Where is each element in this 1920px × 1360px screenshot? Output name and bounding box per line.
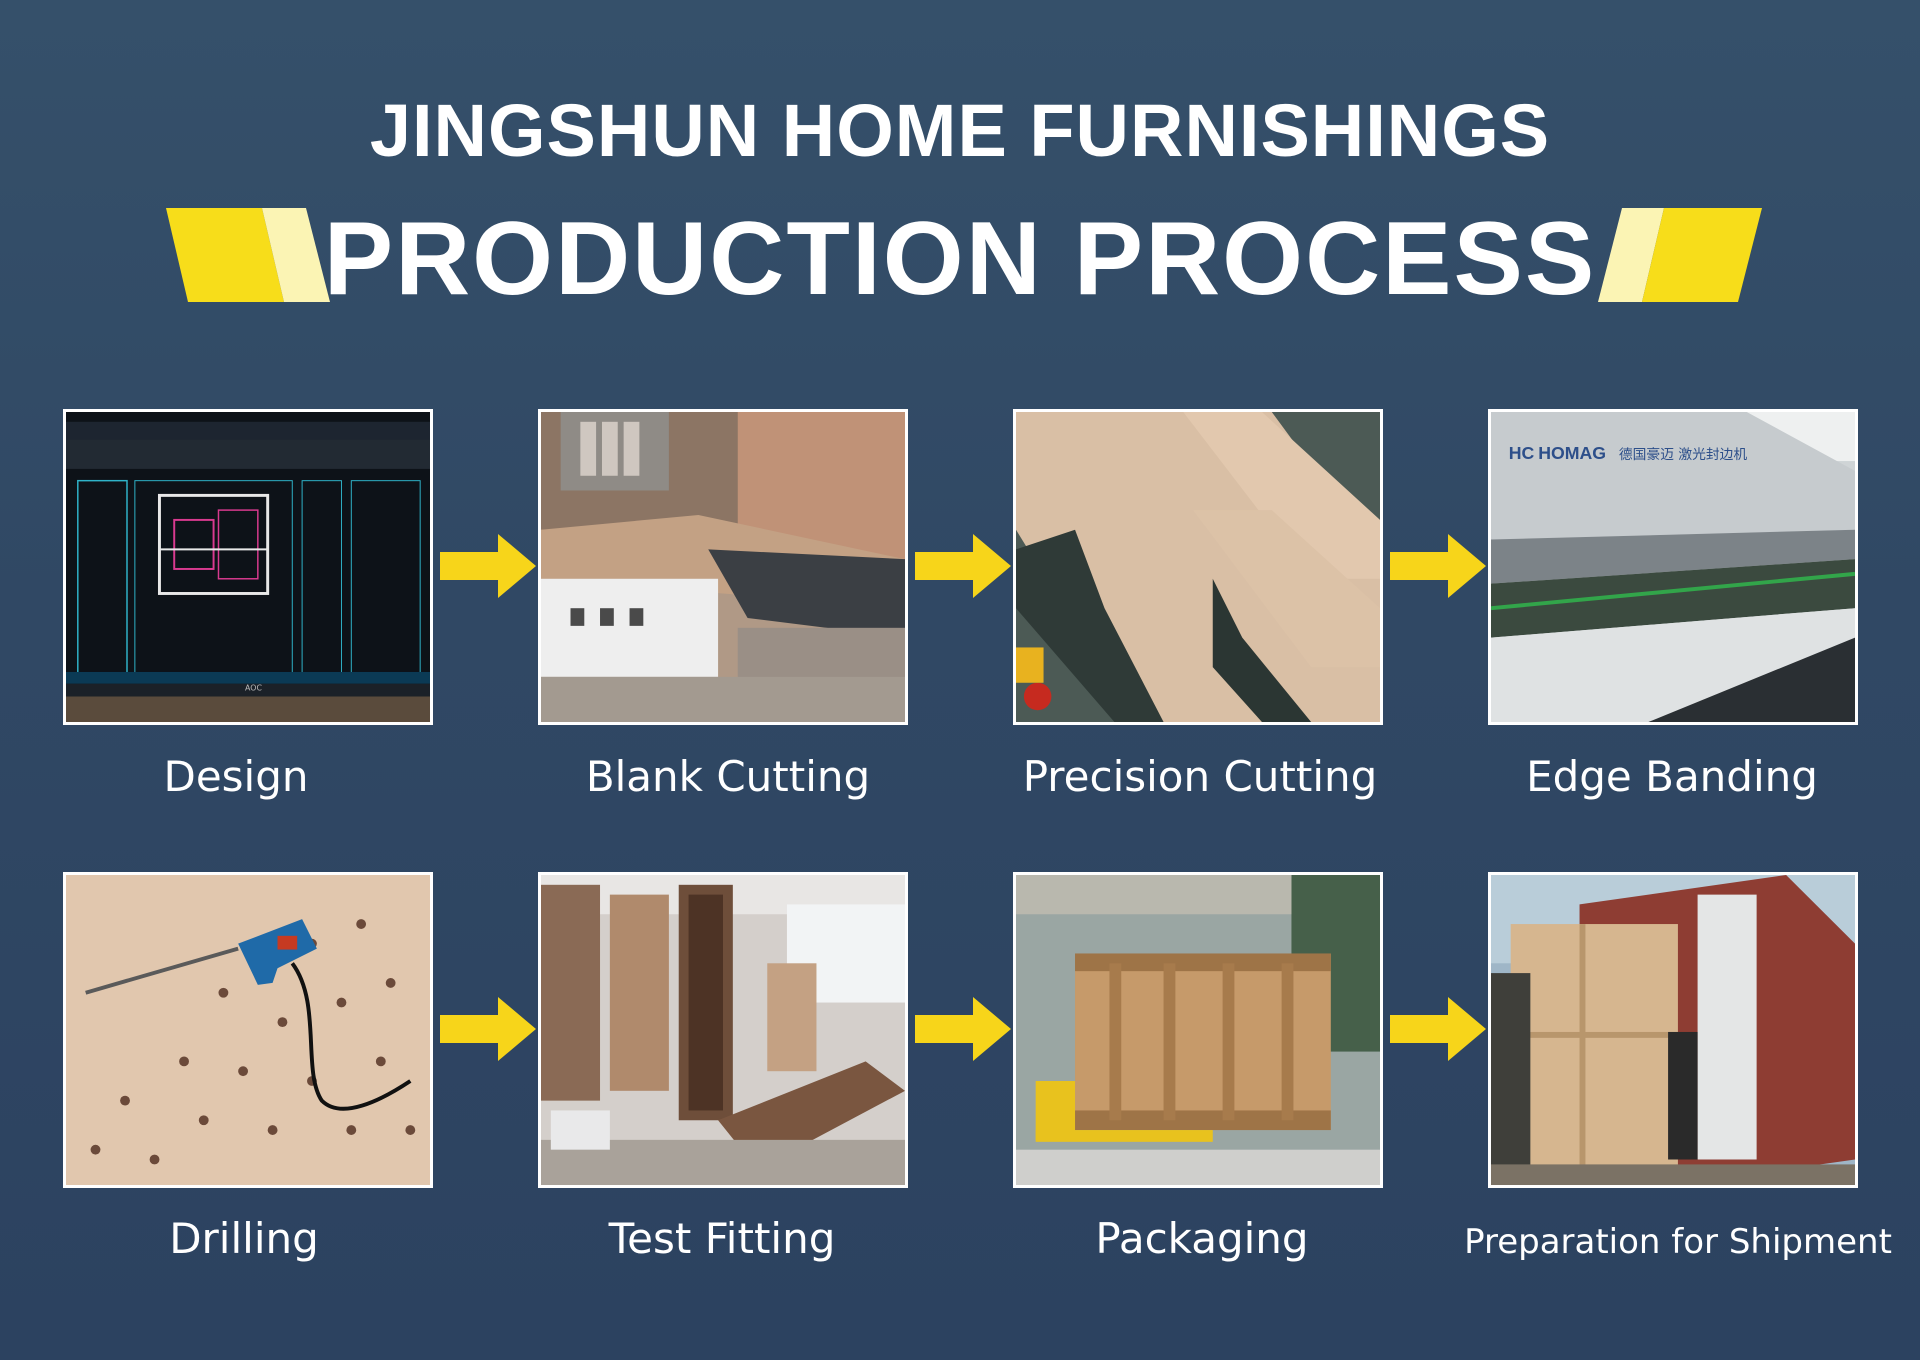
machine-brand-text: HOMAG xyxy=(1538,443,1606,463)
step-label-precision-cutting: Precision Cutting xyxy=(1022,752,1378,801)
machine-mark-text: HC xyxy=(1509,443,1535,463)
design-photo: AOC xyxy=(63,409,433,725)
arrow-icon xyxy=(915,534,1011,598)
blank-cutting-photo xyxy=(538,409,908,725)
step-label-blank-cutting: Blank Cutting xyxy=(585,752,871,801)
step-label-packaging: Packaging xyxy=(1095,1214,1309,1263)
arrow-icon xyxy=(1390,534,1486,598)
step-label-design: Design xyxy=(163,752,309,801)
arrow-icon xyxy=(440,534,536,598)
edge-banding-photo: HC HOMAG 德国豪迈 激光封边机 xyxy=(1488,409,1858,725)
packaging-photo xyxy=(1013,872,1383,1188)
brand-title: JINGSHUN HOME FURNISHINGS xyxy=(369,89,1551,172)
shipment-photo xyxy=(1488,872,1858,1188)
step-label-preparation-for-shipment: Preparation for Shipment xyxy=(1464,1222,1892,1262)
left-accent-shape xyxy=(166,208,330,302)
step-label-edge-banding: Edge Banding xyxy=(1526,752,1818,801)
machine-cn-text: 德国豪迈 激光封边机 xyxy=(1619,447,1748,463)
arrow-icon xyxy=(1390,997,1486,1061)
test-fitting-photo xyxy=(538,872,908,1188)
step-label-test-fitting: Test Fitting xyxy=(608,1214,836,1263)
drilling-photo xyxy=(63,872,433,1188)
right-accent-shape xyxy=(1598,208,1762,302)
precision-cutting-photo xyxy=(1013,409,1383,725)
arrow-icon xyxy=(915,997,1011,1061)
process-title: PRODUCTION PROCESS xyxy=(323,201,1597,317)
step-label-drilling: Drilling xyxy=(169,1214,319,1263)
arrow-icon xyxy=(440,997,536,1061)
monitor-brand-text: AOC xyxy=(245,684,262,693)
